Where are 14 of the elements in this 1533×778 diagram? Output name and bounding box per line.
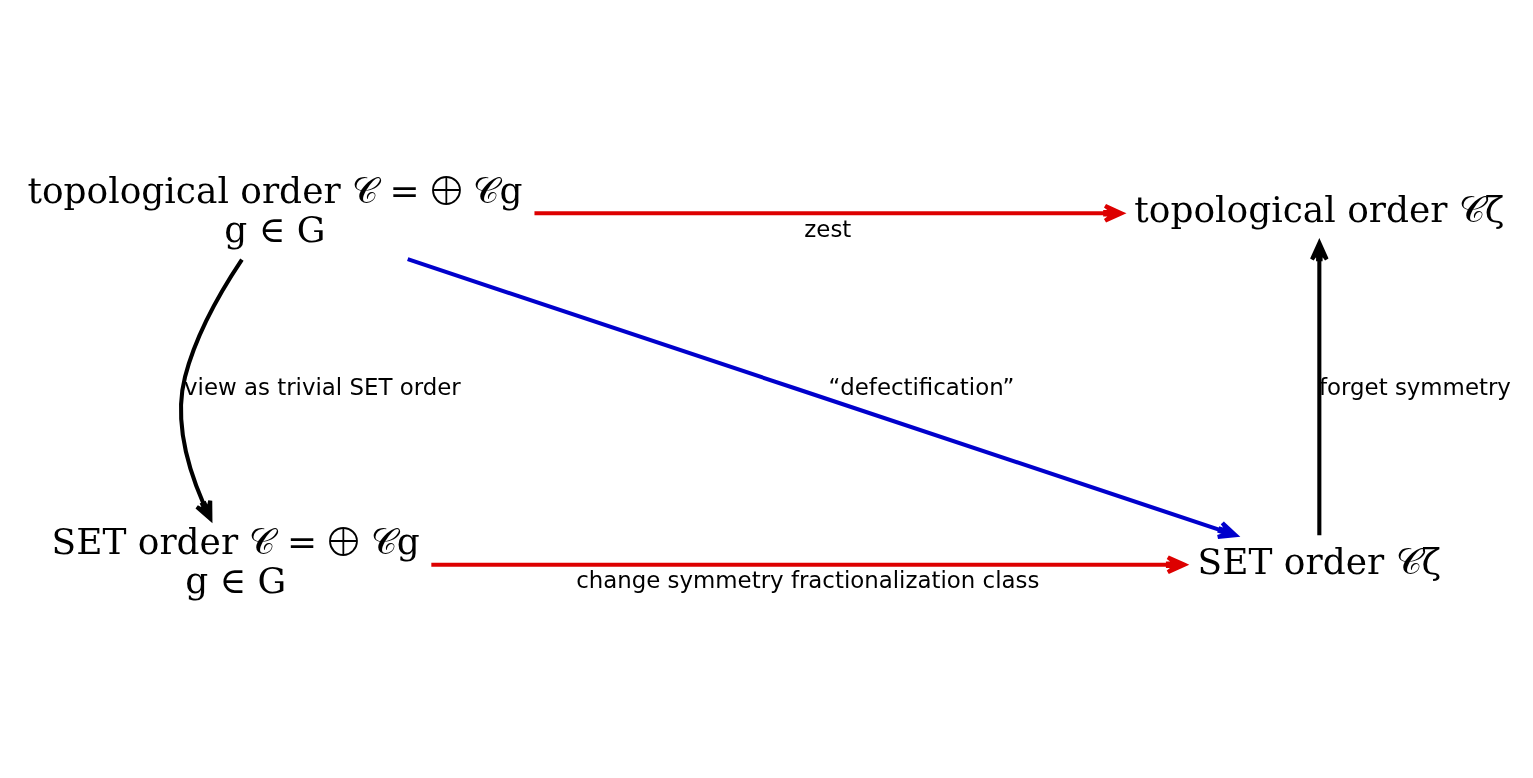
node-text: SET order 𝒞 = ⨁ 𝒞g g ∈ G: [51, 521, 420, 602]
arrow: [179, 258, 244, 521]
node-text: topological order 𝒞 = ⨁ 𝒞g g ∈ G: [27, 169, 523, 251]
arrow: [534, 203, 1124, 223]
node-text: SET order 𝒞ζ: [1197, 540, 1442, 582]
edge-label: forget symmetry: [1319, 374, 1511, 401]
edge-label: “defectification”: [828, 374, 1015, 401]
node-text: topological order 𝒞ζ: [1134, 189, 1505, 231]
arrow: [407, 257, 1238, 540]
edge-label: change symmetry fractionalization class: [576, 566, 1040, 593]
arrow: [431, 555, 1187, 575]
arrow: [1309, 240, 1329, 536]
edge-label: zest: [804, 215, 852, 242]
edge-label: view as trivial SET order: [184, 374, 461, 401]
